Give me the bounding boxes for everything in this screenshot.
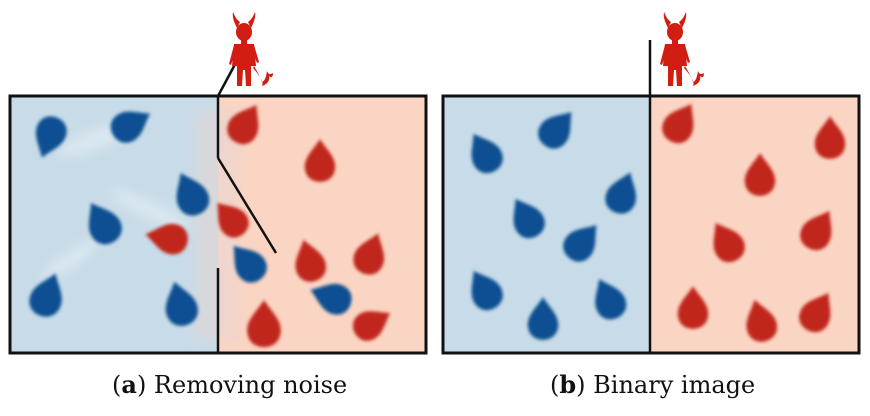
panel-b (441, 12, 861, 355)
caption-a-text: ) Removing noise (136, 371, 348, 399)
devil-figure (660, 12, 704, 86)
caption-a: (a) Removing noise (112, 370, 347, 399)
caption-b-text: ) Binary image (576, 371, 756, 399)
panel-a (8, 12, 428, 355)
panel-a-open-door (216, 157, 278, 254)
caption-a-letter: a (121, 370, 137, 399)
caption-a-open: ( (112, 371, 122, 399)
caption-b: (b) Binary image (550, 370, 755, 399)
devil-figure (229, 12, 273, 86)
caption-b-open: ( (550, 371, 560, 399)
caption-b-letter: b (559, 370, 577, 399)
